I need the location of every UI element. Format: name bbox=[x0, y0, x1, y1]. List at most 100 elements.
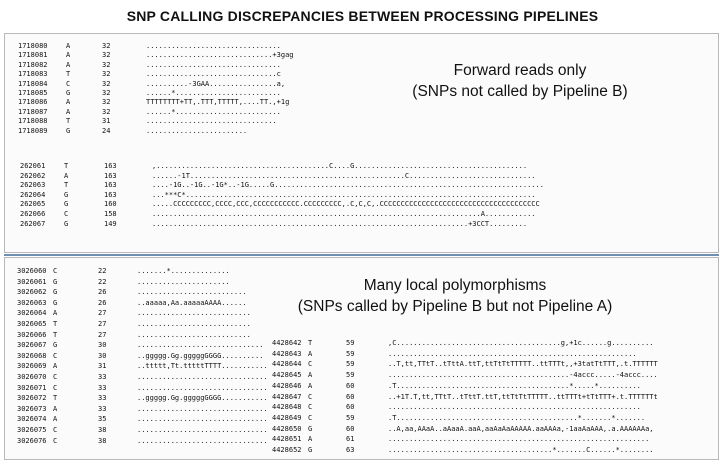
pileup-reads: ,C......................................… bbox=[388, 339, 654, 347]
pileup-reads: .....CCCCCCCCC,CCCC,CCC,CCCCCCCCCCC.CCCC… bbox=[152, 200, 540, 209]
pileup-position: 4428642 bbox=[272, 339, 302, 347]
pileup-reads: .T......................................… bbox=[388, 381, 641, 390]
pileup-reads: ..aaaaa,Aa.aaaaaAAAA...... bbox=[137, 298, 247, 307]
pileup-ref-base: C bbox=[64, 210, 69, 218]
pileup-reads: ........................... bbox=[137, 309, 251, 318]
pileup-reads: ..A,aa,AAaA..aAaaA.aaA,aaAaAaAAAAA.aaAAA… bbox=[388, 424, 654, 433]
pileup-ref-base: T bbox=[66, 70, 71, 79]
pileup-depth: 33 bbox=[98, 383, 107, 392]
pileup-depth: 27 bbox=[98, 330, 107, 339]
pileup-ref-base: C bbox=[53, 373, 58, 381]
pileup-depth: 26 bbox=[98, 288, 107, 297]
pileup-ref-base: G bbox=[66, 126, 71, 135]
pileup-position: 3026074 bbox=[17, 415, 47, 424]
pileup-reads: ......*......................... bbox=[146, 107, 281, 116]
pileup-depth: 24 bbox=[102, 126, 111, 135]
pileup-ref-base: A bbox=[53, 362, 58, 371]
pileup-position: 3026075 bbox=[17, 426, 47, 434]
pileup-ref-base: A bbox=[308, 371, 313, 380]
pileup-position: 262065 bbox=[20, 200, 46, 209]
pileup-position: 1718084 bbox=[18, 79, 48, 88]
pileup-position: 3026072 bbox=[17, 394, 47, 403]
pileup-ref-base: G bbox=[53, 277, 58, 286]
pileup-depth: 27 bbox=[98, 309, 107, 318]
figure-title: SNP CALLING DISCREPANCIES BETWEEN PROCES… bbox=[126, 8, 599, 24]
pileup-depth: 59 bbox=[346, 360, 355, 369]
forward-reads-panel bbox=[4, 33, 719, 253]
pileup-position: 4428644 bbox=[272, 360, 302, 369]
pileup-depth: 163 bbox=[104, 162, 117, 170]
polymorphisms-panel bbox=[4, 257, 719, 460]
pileup-position: 4428651 bbox=[272, 435, 302, 444]
pileup-reads: ........................................… bbox=[388, 403, 641, 412]
pileup-reads: .............................. bbox=[137, 341, 264, 350]
pileup-reads: TTTTTTTT+TT,.TTT,TTTTT,....TT.,+1g bbox=[146, 98, 290, 107]
pileup-ref-base: T bbox=[53, 320, 58, 328]
pileup-depth: 163 bbox=[104, 171, 117, 180]
pileup-reads: .......................... bbox=[137, 288, 247, 297]
pileup-position: 3026076 bbox=[17, 436, 47, 445]
pileup-reads: ...................................... bbox=[137, 436, 267, 445]
pileup-reads: ............................... bbox=[146, 117, 277, 126]
pileup-depth: 160 bbox=[104, 200, 117, 209]
pileup-reads: ........................................… bbox=[152, 219, 528, 228]
pileup-reads: ..T,tt,TTtT..tTttA.ttT,ttTtTtTTTTT..ttTT… bbox=[388, 360, 658, 369]
pileup-position: 262063 bbox=[20, 181, 46, 190]
pileup-reads: ..ggggg.Gg.gggggGGGG............. bbox=[137, 394, 267, 403]
pileup-ref-base: A bbox=[308, 349, 313, 358]
pileup-ref-base: A bbox=[53, 404, 58, 413]
pileup-position: 4428645 bbox=[272, 371, 302, 380]
pileup-reads: ................................ bbox=[146, 42, 281, 50]
pileup-reads: ........................ bbox=[146, 126, 248, 135]
pileup-ref-base: C bbox=[66, 79, 71, 88]
pileup-ref-base: A bbox=[66, 51, 71, 60]
pileup-ref-base: C bbox=[53, 426, 58, 434]
pileup-ref-base: G bbox=[64, 200, 69, 209]
pileup-reads: ...................... bbox=[137, 277, 230, 286]
pileup-depth: 26 bbox=[98, 298, 107, 307]
top-caption-line2: (SNPs not called by Pipeline B) bbox=[412, 83, 628, 100]
pileup-ref-base: C bbox=[53, 436, 58, 445]
pileup-depth: 32 bbox=[102, 79, 111, 88]
pileup-ref-base: G bbox=[308, 424, 313, 433]
pileup-reads: ..ggggg.Gg.gggggGGGG.......... bbox=[137, 351, 264, 360]
pileup-reads: ....-1G..-1G..-1G*..-1G.....G...........… bbox=[152, 181, 544, 190]
pileup-ref-base: C bbox=[308, 360, 313, 369]
pileup-ref-base: A bbox=[66, 60, 71, 69]
pileup-position: 3026062 bbox=[17, 288, 47, 297]
pileup-depth: 60 bbox=[346, 403, 355, 412]
pileup-ref-base: A bbox=[53, 415, 58, 424]
pileup-reads: ........................................… bbox=[388, 371, 658, 380]
pileup-reads: ......*......................... bbox=[146, 89, 281, 97]
pileup-depth: 163 bbox=[104, 181, 117, 190]
pileup-reads: ..........-3GAA................a, bbox=[146, 79, 286, 88]
pileup-reads: ........................................… bbox=[152, 210, 536, 218]
pileup-ref-base: T bbox=[53, 394, 58, 403]
pileup-ref-base: G bbox=[66, 89, 71, 97]
bottom-caption-line1: Many local polymorphisms bbox=[363, 277, 547, 294]
bottom-caption: Many local polymorphisms (SNPs called by… bbox=[250, 275, 660, 317]
pileup-reads: .......................................*… bbox=[388, 446, 654, 454]
pileup-position: 1718085 bbox=[18, 89, 48, 97]
pileup-position: 4428652 bbox=[272, 446, 302, 454]
pileup-depth: 158 bbox=[104, 210, 117, 218]
pileup-depth: 32 bbox=[102, 60, 111, 69]
pileup-ref-base: T bbox=[66, 117, 71, 126]
pileup-position: 4428646 bbox=[272, 381, 302, 390]
pileup-position: 3026061 bbox=[17, 277, 47, 286]
pileup-reads: ......-1T...............................… bbox=[152, 171, 536, 180]
pileup-position: 1718089 bbox=[18, 126, 48, 135]
pileup-ref-base: T bbox=[64, 162, 69, 170]
pileup-position: 3026073 bbox=[17, 404, 47, 413]
pileup-ref-base: G bbox=[53, 288, 58, 297]
pileup-position: 3026067 bbox=[17, 341, 47, 350]
pileup-position: 3026064 bbox=[17, 309, 47, 318]
pileup-depth: 22 bbox=[98, 267, 107, 275]
pileup-ref-base: T bbox=[64, 181, 69, 190]
pileup-depth: 27 bbox=[98, 320, 107, 328]
pileup-ref-base: T bbox=[308, 339, 313, 347]
pileup-position: 262062 bbox=[20, 171, 46, 180]
pileup-ref-base: T bbox=[53, 330, 58, 339]
pileup-reads: ................................. bbox=[137, 383, 267, 392]
pileup-ref-base: G bbox=[53, 298, 58, 307]
